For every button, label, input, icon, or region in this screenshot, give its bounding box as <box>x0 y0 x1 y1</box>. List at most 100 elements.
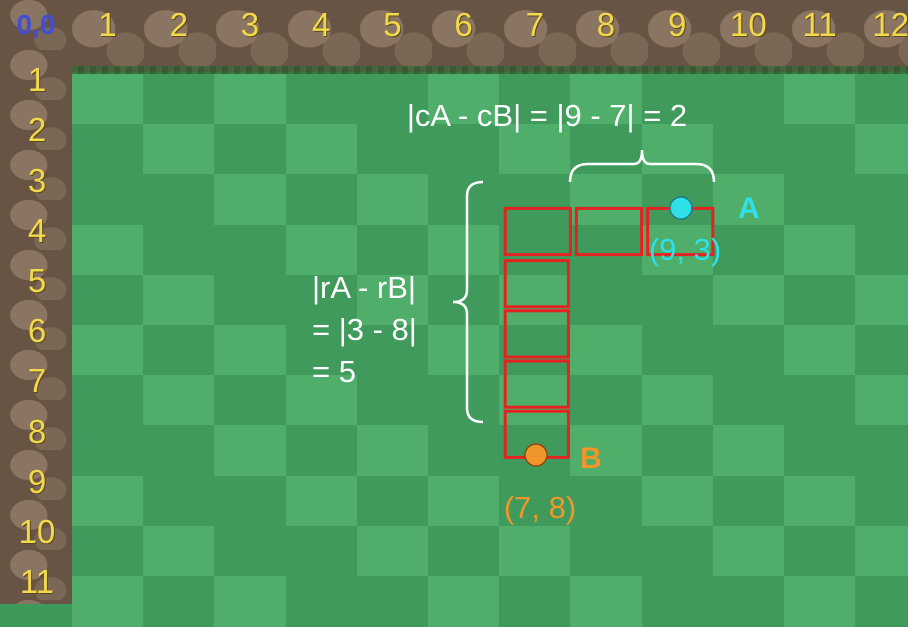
grass-edge <box>72 66 908 76</box>
grass-tile <box>356 274 429 326</box>
grass-tile <box>143 425 216 477</box>
grass-tile <box>570 525 643 577</box>
column-label: 4 <box>312 6 331 43</box>
grass-tile <box>855 325 908 377</box>
grass-tile <box>499 274 572 326</box>
grass-tile <box>499 124 572 176</box>
column-label: 8 <box>596 6 616 43</box>
column-diff-brace <box>568 149 716 183</box>
row-label: 10 <box>18 512 56 550</box>
grass-tile <box>570 74 643 126</box>
top-wall <box>0 0 908 72</box>
grass-tile <box>570 475 643 527</box>
grass-tile <box>570 174 643 226</box>
grass-tile <box>855 74 908 126</box>
row-label: 7 <box>27 362 47 400</box>
row-label: 6 <box>27 312 47 350</box>
row-label: 4 <box>27 211 47 249</box>
grass-tile <box>72 325 145 377</box>
row-label: 3 <box>27 161 47 199</box>
grass-tile <box>641 525 714 577</box>
grass-tile <box>214 174 287 226</box>
grass-tile <box>712 375 785 427</box>
grass-tile <box>285 74 358 126</box>
point-b-coords: (7, 8) <box>504 490 576 525</box>
grass-tile <box>712 525 785 577</box>
grass-tile <box>356 224 429 276</box>
grass-tile <box>855 124 908 176</box>
column-label: 3 <box>240 6 260 43</box>
grass-tile <box>855 475 908 527</box>
grass-tile <box>641 74 714 126</box>
grass-tile <box>855 525 908 577</box>
grass-tile <box>72 375 145 427</box>
grass-tile <box>712 224 785 276</box>
grass-tile <box>356 124 429 176</box>
column-label: 9 <box>668 6 687 43</box>
grass-tile <box>499 74 572 126</box>
grass-tile <box>855 425 908 477</box>
grass-tile <box>784 325 857 377</box>
grass-tile <box>499 224 572 276</box>
grass-tile <box>570 325 643 377</box>
grass-tile <box>356 425 429 477</box>
point-b-marker[interactable] <box>524 443 548 467</box>
grass-tile <box>214 74 287 126</box>
grass-tile <box>428 124 501 176</box>
column-label: 11 <box>802 6 837 43</box>
grass-tile <box>712 74 785 126</box>
grass-tile <box>784 425 857 477</box>
row-diff-line-1: |rA - rB| <box>312 270 416 305</box>
grass-tile <box>214 375 287 427</box>
grass-tile <box>784 124 857 176</box>
grass-tile <box>428 325 501 377</box>
row-label: 5 <box>27 261 47 299</box>
grass-tile <box>143 375 216 427</box>
grass-tile <box>72 525 145 577</box>
grass-tile <box>356 375 429 427</box>
grass-tile <box>428 475 501 527</box>
grass-tile <box>214 274 287 326</box>
column-diff-label: |cA - cB| = |9 - 7| = 2 <box>407 98 687 133</box>
grass-tile <box>214 325 287 377</box>
grass-tile <box>285 274 358 326</box>
grass-tile <box>356 74 429 126</box>
point-a-marker[interactable] <box>669 196 693 220</box>
grass-tile <box>784 174 857 226</box>
grass-tile <box>570 274 643 326</box>
grass-tile <box>784 224 857 276</box>
row-label: 11 <box>19 563 55 601</box>
grass-tile <box>784 475 857 527</box>
grass-tile <box>72 425 145 477</box>
grass-tile <box>570 224 643 276</box>
distance-overlay: |cA - cB| = |9 - 7| = 2 |rA - rB| = |3 -… <box>312 98 760 525</box>
grass-tile <box>641 375 714 427</box>
grass-tile <box>641 325 714 377</box>
point-a-letter: A <box>738 192 760 225</box>
column-label: 2 <box>169 6 188 43</box>
column-label: 6 <box>454 6 473 43</box>
grass-tile <box>143 224 216 276</box>
grass-tile <box>285 224 358 276</box>
grass-tile <box>143 274 216 326</box>
grass-tile <box>285 375 358 427</box>
grass-tile <box>72 174 145 226</box>
grass-tile <box>143 325 216 377</box>
grass-tile <box>214 475 287 527</box>
grass-tile <box>428 425 501 477</box>
grass-tile <box>712 325 785 377</box>
grass-tile <box>855 274 908 326</box>
column-label: 7 <box>525 6 544 43</box>
column-label: 1 <box>98 6 117 43</box>
row-label: 8 <box>27 412 47 450</box>
grass-tile <box>356 325 429 377</box>
grass-tile <box>143 475 216 527</box>
highlighted-cell <box>503 206 572 257</box>
grass-tile <box>428 274 501 326</box>
highlighted-cell <box>503 309 570 359</box>
grass-tile <box>356 525 429 577</box>
grass-tile <box>570 375 643 427</box>
row-label: 9 <box>27 462 47 500</box>
grass-tile <box>285 325 358 377</box>
grass-tile <box>428 525 501 577</box>
